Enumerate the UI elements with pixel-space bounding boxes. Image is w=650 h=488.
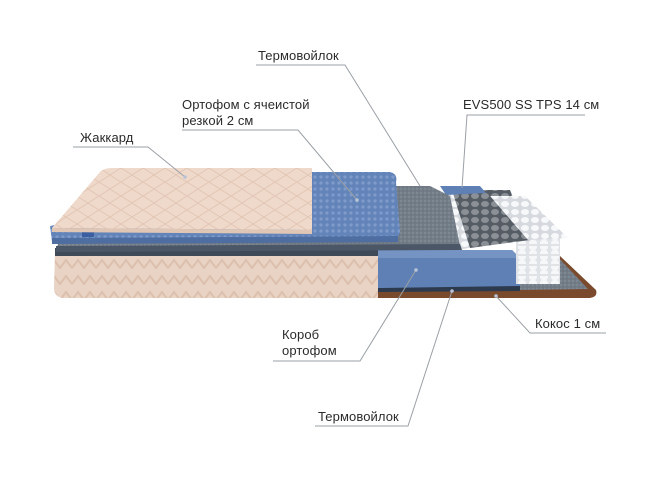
leader-dots: [183, 175, 498, 298]
label-spring-block: EVS500 SS TPS 14 см: [463, 97, 600, 112]
leader-orthofoam-cell: [182, 129, 358, 201]
leader-box-orthofoam: [273, 269, 417, 362]
label-coconut: Кокос 1 см: [535, 316, 601, 331]
label-orthofoam-cell: Ортофом с ячеистой резкой 2 см: [182, 97, 310, 128]
box-orthofoam: [378, 250, 520, 292]
leader-spring-block: [461, 114, 585, 189]
label-thermofelt-top: Термовойлок: [258, 48, 339, 63]
leader-coconut: [495, 295, 606, 334]
jacquard-top: [52, 168, 312, 234]
label-jacquard: Жаккард: [80, 130, 134, 145]
leader-jacquard: [73, 146, 186, 178]
leader-thermofelt-bottom: [315, 290, 453, 427]
side-jacquard: [54, 248, 378, 298]
leader-thermofelt-top: [256, 64, 421, 187]
leader-lines: [73, 64, 606, 427]
spring-block: [440, 186, 568, 250]
spring-columns: [516, 236, 560, 284]
label-box-orthofoam: Короб ортофом: [282, 327, 337, 358]
label-thermofelt-bottom: Термовойлок: [318, 409, 399, 424]
